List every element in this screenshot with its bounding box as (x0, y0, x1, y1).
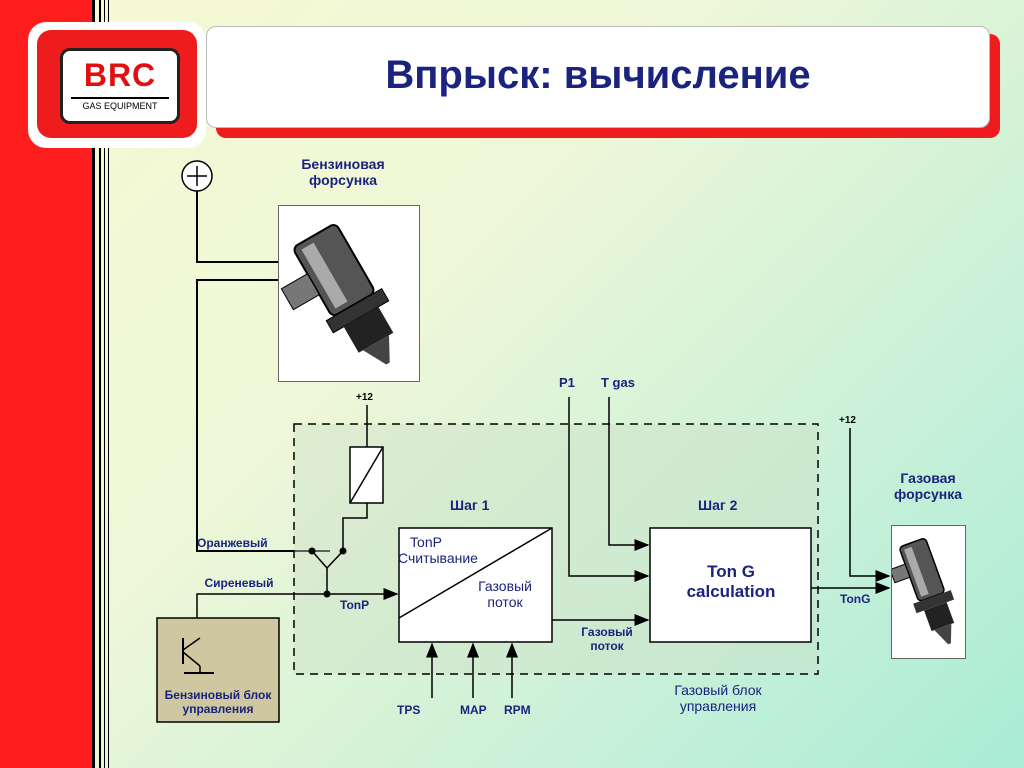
label-gas-injector: Газовая форсунка (894, 470, 962, 502)
petrol-injector-icon (280, 224, 394, 365)
label-step1: Шаг 1 (450, 497, 490, 513)
label-plus12-right: +12 (839, 415, 856, 426)
step1-box (398, 527, 553, 643)
label-tps: TPS (397, 703, 421, 717)
label-tgas: T gas (601, 375, 635, 390)
label-gas-ecu: Газовый блок управления (674, 682, 762, 714)
label-rpm: RPM (504, 703, 531, 717)
label-map: MAP (460, 703, 487, 717)
decor-line-2 (99, 0, 101, 768)
wire-plus (196, 191, 278, 263)
label-ton-g-calc: Ton G calculation (686, 562, 776, 601)
label-orange-wire: Оранжевый (197, 536, 268, 550)
label-tong: TonG (840, 592, 871, 606)
label-gas-flow-in-box: Газовый поток (478, 578, 532, 610)
brc-logo: BRC GAS EQUIPMENT (60, 48, 180, 124)
gas-injector-image (889, 525, 966, 659)
page-title: Впрыск: вычисление (385, 53, 811, 97)
decor-line-3 (104, 0, 105, 768)
petrol-injector-image (278, 205, 420, 382)
label-step2: Шаг 2 (698, 497, 738, 513)
logo-subtitle: GAS EQUIPMENT (71, 97, 169, 111)
decor-line-1 (92, 0, 95, 768)
label-p1: P1 (559, 375, 575, 390)
wire-p1 (568, 397, 650, 582)
wire-orange (196, 279, 330, 552)
petrol-ecu-box (156, 617, 280, 723)
logo-letters: BRC (83, 57, 157, 93)
label-tonp-wire: TonP (340, 598, 370, 612)
decor-line-4 (108, 0, 109, 768)
wire-tgas (608, 397, 650, 551)
label-petrol-injector: Бензиновая форсунка (301, 156, 385, 188)
label-plus12-left: +12 (356, 392, 373, 403)
title-box: Впрыск: вычисление (206, 26, 990, 128)
label-purple-wire: Сиреневый (204, 576, 274, 590)
step2-box (649, 527, 812, 643)
label-petrol-ecu: Бензиновый блок управления (164, 688, 272, 716)
label-gas-flow-out: Газовый поток (581, 625, 633, 653)
gas-injector-icon (889, 538, 955, 645)
label-tonp-read: TonP Считывание (398, 534, 478, 566)
